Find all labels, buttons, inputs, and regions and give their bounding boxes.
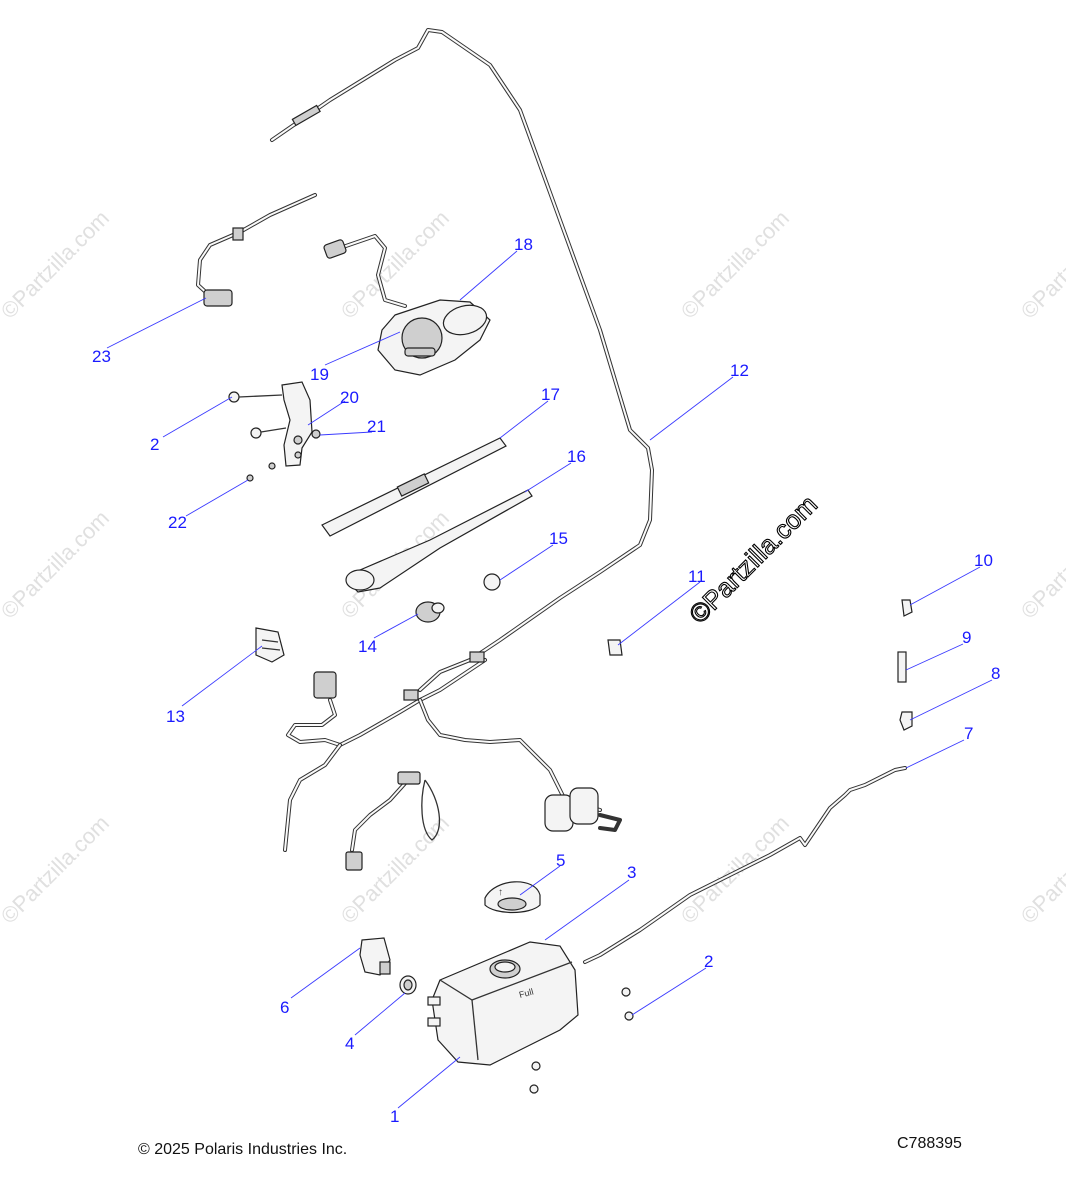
callout-3: 3: [627, 863, 636, 882]
pump-6: [359, 937, 391, 976]
fill-cap-5: ↑: [484, 881, 541, 914]
callout-5: 5: [556, 851, 565, 870]
wiper-motor: [323, 234, 491, 376]
callout-18: 18: [514, 235, 533, 254]
callout-20: 20: [340, 388, 359, 407]
clip-11: [607, 639, 623, 656]
callout-21: 21: [367, 417, 386, 436]
watermark: ©Partzilla.com: [0, 205, 114, 323]
watermark: ©Partzilla.com: [1016, 810, 1066, 928]
watermark: ©Partzilla.com: [1016, 205, 1066, 323]
leader-lines: [106, 250, 993, 1109]
callout-13: 13: [166, 707, 185, 726]
parts-8-9-10: [897, 599, 913, 731]
main-harness: [283, 651, 622, 871]
wiper-arm: [345, 489, 533, 593]
callout-11: 11: [688, 567, 706, 586]
callout-22: 22: [168, 513, 187, 532]
callout-7: 7: [964, 724, 973, 743]
connector-13: [255, 627, 285, 663]
screws-lower: [529, 987, 634, 1094]
cap-15: [483, 573, 501, 591]
callout-9: 9: [962, 628, 971, 647]
main-watermark: ©Partzilla.com: [683, 489, 823, 629]
callout-19: 19: [310, 365, 329, 384]
copyright-notice: © 2025 Polaris Industries Inc.: [138, 1141, 348, 1158]
callout-16: 16: [567, 447, 586, 466]
callout-8: 8: [991, 664, 1000, 683]
harness-23: [196, 193, 317, 307]
callout-10: 10: [974, 551, 993, 570]
watermark: ©Partzilla.com: [676, 205, 794, 323]
watermark: ©Partzilla.com: [0, 505, 114, 623]
svg-text:↑: ↑: [498, 887, 503, 898]
callout-17: 17: [541, 385, 560, 404]
callout-23: 23: [92, 347, 111, 366]
callout-2-lower: 2: [704, 952, 713, 971]
callout-12: 12: [730, 361, 749, 380]
callout-14: 14: [358, 637, 377, 656]
callout-15: 15: [549, 529, 568, 548]
watermark: ©Partzilla.com: [1016, 505, 1066, 623]
grommet-4: [399, 975, 417, 995]
callout-1: 1: [390, 1107, 399, 1126]
washer-hose: [270, 28, 654, 692]
pivot-14: [415, 601, 445, 623]
tank-fill-label: Full: [518, 987, 535, 1000]
callout-6: 6: [280, 998, 289, 1017]
callout-4: 4: [345, 1034, 354, 1053]
drawing-id: C788395: [897, 1135, 962, 1152]
callouts: 1 2 2 3 4 5 6 7 8 9 10 11 12 13 14 15 16…: [92, 235, 1000, 1126]
bracket: [228, 381, 321, 482]
watermarks: ©Partzilla.com ©Partzilla.com ©Partzilla…: [0, 205, 1066, 928]
callout-2: 2: [150, 435, 159, 454]
tube-7: [583, 766, 907, 964]
wiper-blade: [321, 437, 507, 537]
watermark: ©Partzilla.com: [0, 810, 114, 928]
washer-tank: Full: [427, 941, 579, 1066]
watermark: ©Partzilla.com: [676, 810, 794, 928]
